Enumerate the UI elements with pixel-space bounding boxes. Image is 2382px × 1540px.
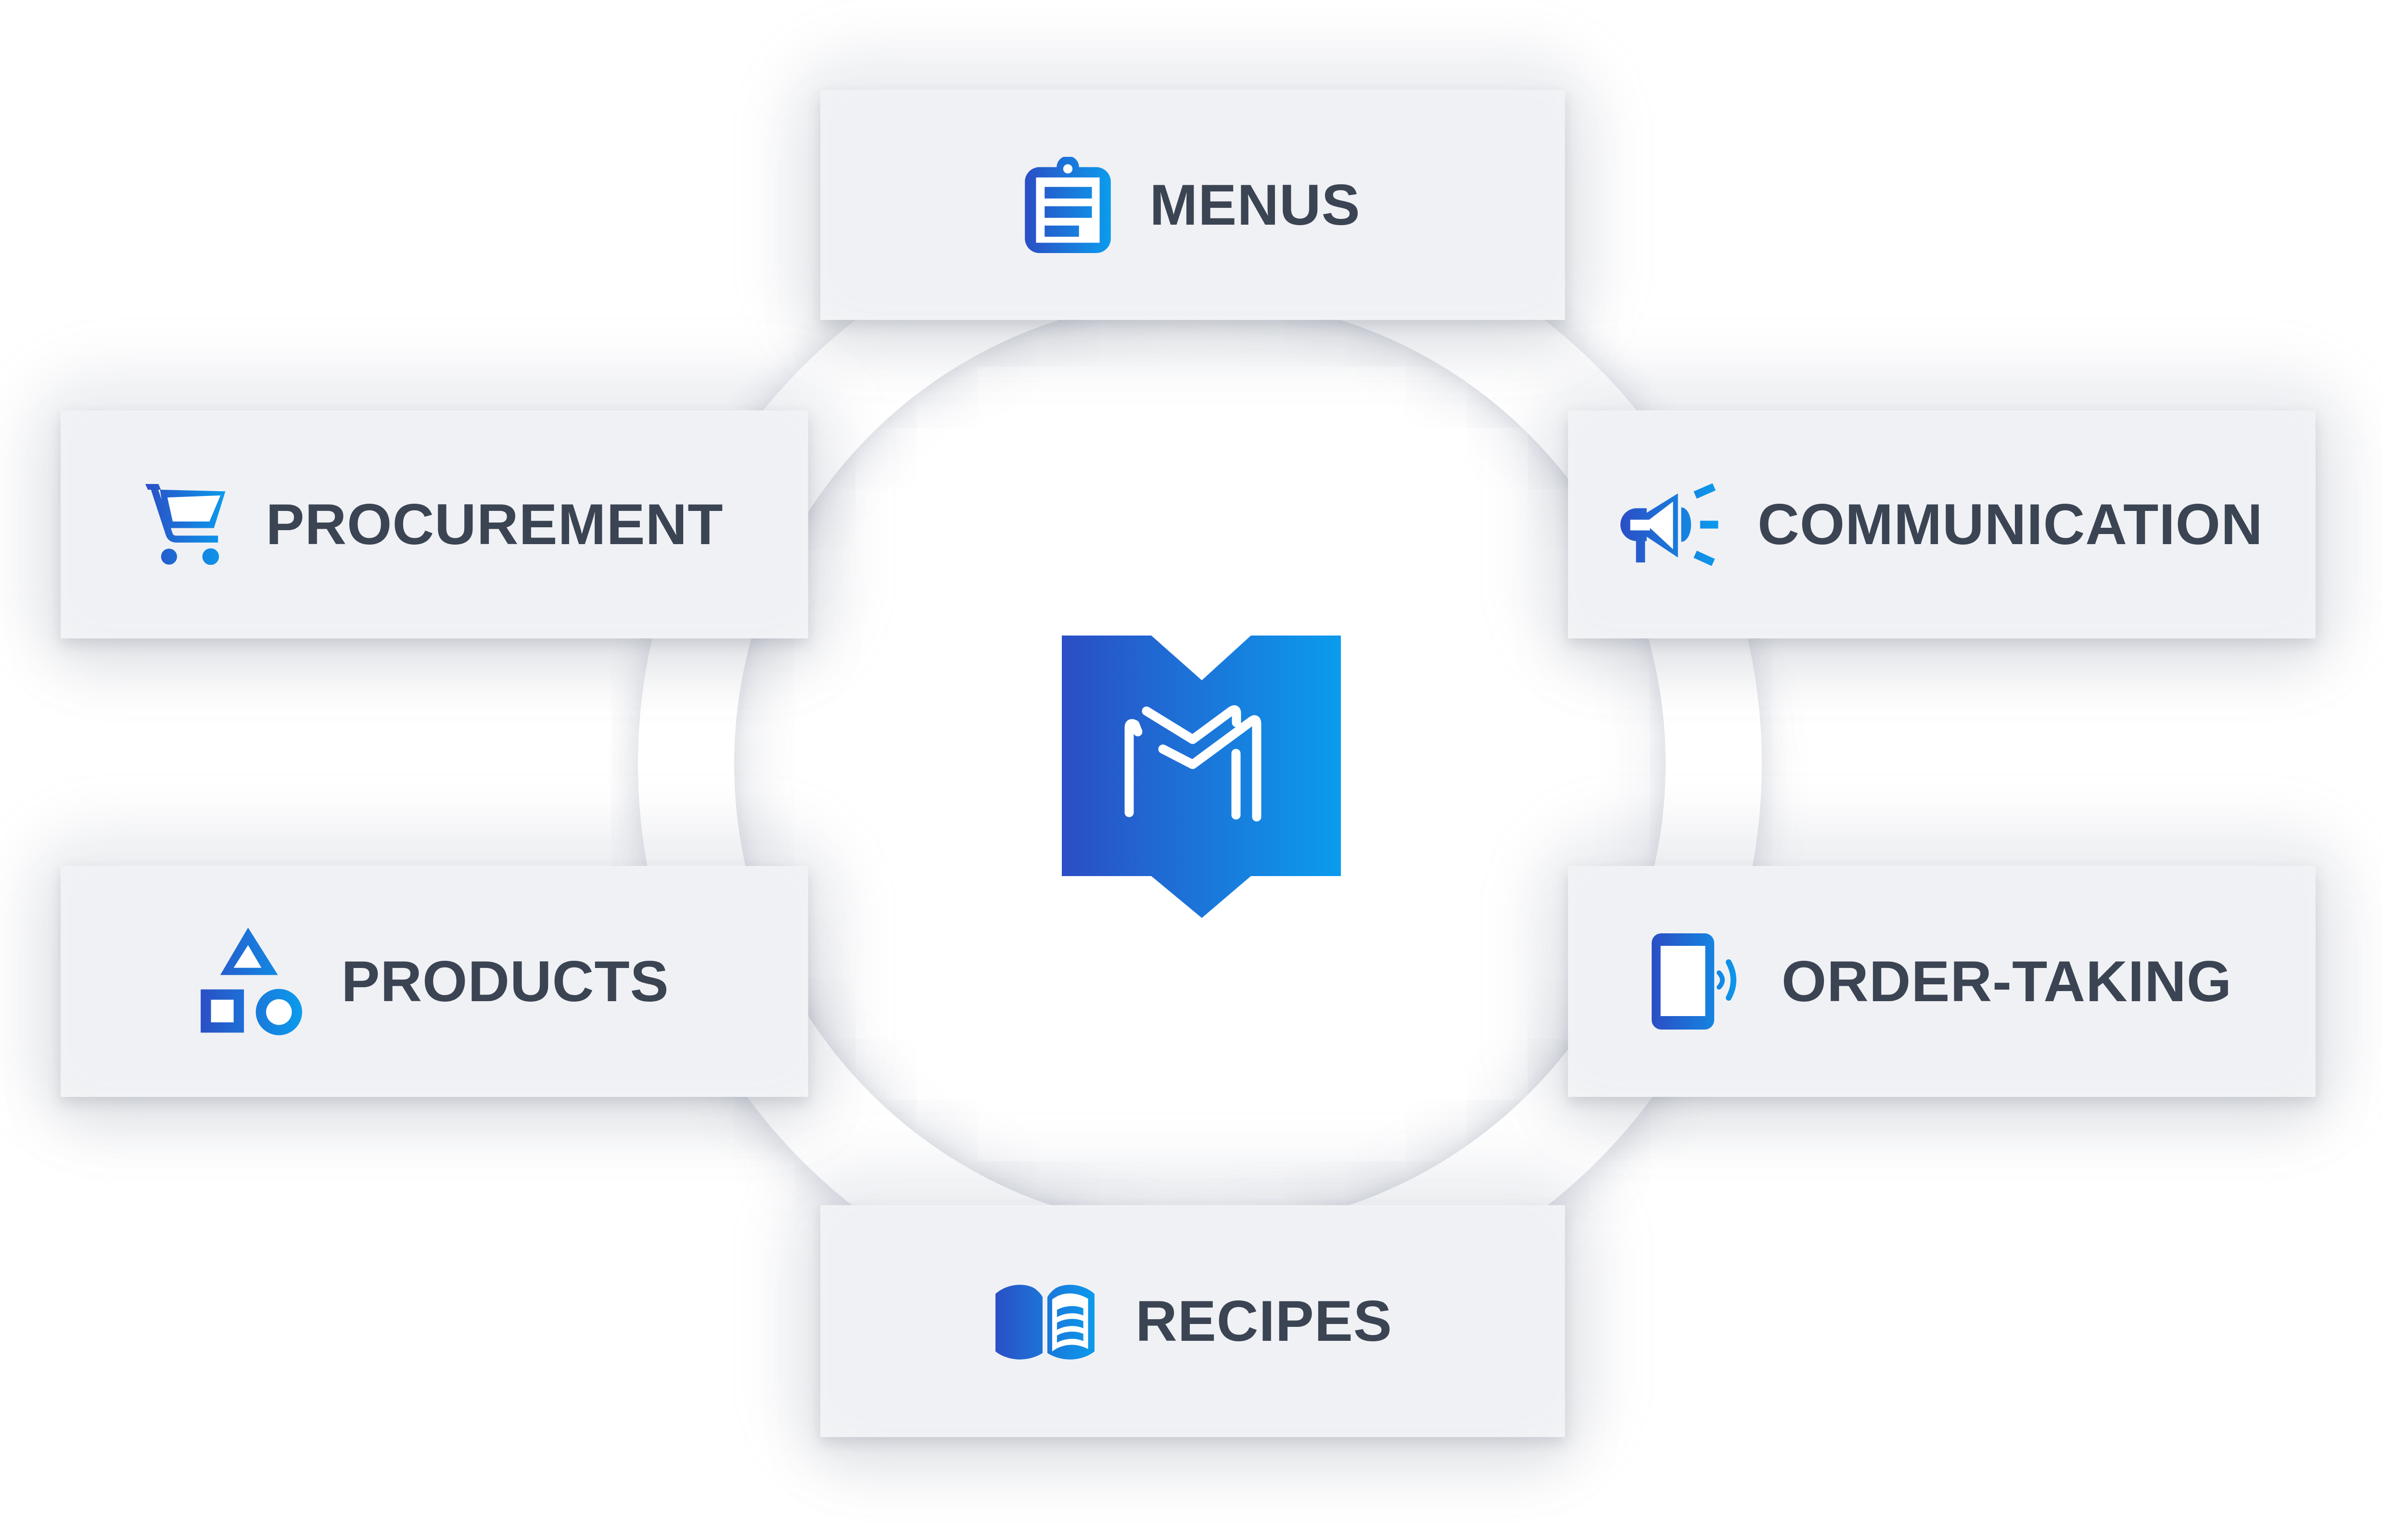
card-label-communication: COMMUNICATION <box>1758 492 2263 557</box>
card-label-products: PRODUCTS <box>341 949 669 1014</box>
m-logo-icon <box>1062 636 1341 918</box>
card-label-menus: MENUS <box>1149 173 1361 237</box>
card-products: PRODUCTS <box>61 866 808 1097</box>
m-first-zigzag <box>1142 705 1241 744</box>
card-order-taking: ORDER-TAKING <box>1568 866 2316 1097</box>
phone-waves-icon <box>1651 933 1743 1030</box>
shapes-icon <box>200 927 303 1036</box>
megaphone-icon <box>1620 483 1719 566</box>
brand-logo <box>1062 636 1341 918</box>
m-left-bar <box>1124 719 1143 817</box>
card-label-order-taking: ORDER-TAKING <box>1781 949 2232 1014</box>
card-label-recipes: RECIPES <box>1135 1289 1392 1353</box>
card-procurement: PROCUREMENT <box>61 410 808 638</box>
card-communication: COMMUNICATION <box>1568 410 2316 638</box>
card-label-procurement: PROCUREMENT <box>266 492 724 557</box>
clipboard-icon <box>1025 157 1111 253</box>
shopping-cart-icon <box>145 484 227 565</box>
open-book-icon <box>993 1281 1097 1361</box>
m-second-zigzag <box>1158 715 1261 822</box>
card-recipes: RECIPES <box>820 1205 1565 1437</box>
card-menus: MENUS <box>820 90 1565 320</box>
